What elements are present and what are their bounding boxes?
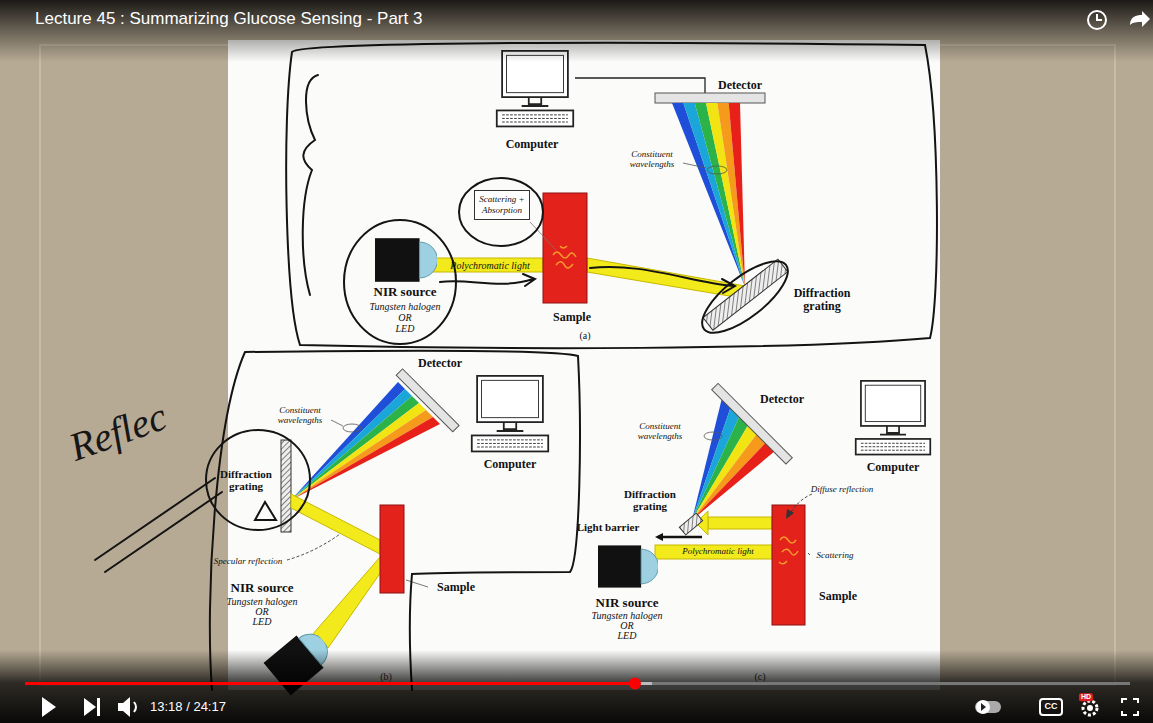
callout-label: Specular reflection: [214, 557, 282, 567]
quality-badge: HD: [1079, 693, 1093, 701]
part-note: Tungsten halogen: [227, 596, 298, 607]
spectrum-band: [692, 433, 766, 520]
part-note: OR: [398, 312, 411, 323]
part-note: Tungsten halogen: [370, 301, 441, 312]
spectrum-band: [717, 103, 745, 287]
part-note: OR: [255, 606, 268, 617]
spectrum-band: [729, 103, 745, 287]
part-label: NIR source: [374, 285, 437, 299]
beam-label: Polychromatic light: [450, 260, 529, 271]
part-label: Computer: [867, 461, 920, 474]
part-label: NIR source: [596, 596, 659, 610]
part-label: Computer: [484, 458, 537, 471]
part-label: Detector: [760, 393, 804, 406]
handwritten-note: Reflec: [64, 394, 173, 470]
callout-label: Scattering: [817, 551, 854, 561]
video-title: Lecture 45 : Summarizing Glucose Sensing…: [35, 9, 422, 29]
part-note: LED: [253, 616, 272, 627]
callout-box: Scattering + Absorption: [474, 190, 530, 220]
panel-label: (b): [380, 671, 392, 682]
callout-label: Constituent wavelengths: [630, 422, 690, 442]
panel-label: (a): [579, 330, 590, 341]
caption-button: CC: [1045, 702, 1058, 712]
part-label: Sample: [553, 311, 591, 324]
callout-label: Constituent wavelengths: [622, 150, 682, 170]
part-label: Computer: [506, 138, 559, 151]
part-label: Diffraction grating: [215, 468, 277, 492]
part-note: OR: [620, 620, 633, 631]
part-note: LED: [396, 323, 415, 334]
callout-text: Scattering + Absorption: [479, 194, 525, 216]
spectrum-band: [706, 103, 745, 287]
part-label: NIR source: [231, 581, 294, 595]
spectrum-band: [672, 103, 745, 287]
part-label: Detector: [418, 357, 462, 370]
part-label: Diffraction grating: [786, 287, 858, 313]
spectrum-band: [695, 103, 745, 287]
part-note: LED: [618, 630, 637, 641]
spectrum-band: [291, 417, 440, 500]
panel-label: (c): [754, 671, 765, 682]
part-label: Sample: [819, 590, 857, 603]
beam-label: Polychromatic light: [682, 547, 753, 557]
spectrum-band: [692, 442, 775, 520]
part-label: Sample: [437, 581, 475, 594]
time-display: 13:18 / 24:17: [150, 700, 226, 714]
part-label: Diffraction grating: [619, 488, 681, 512]
callout-label: Constituent wavelengths: [270, 406, 330, 426]
part-label: Detector: [718, 79, 762, 92]
part-note: Tungsten halogen: [592, 610, 663, 621]
part-label: Light barrier: [577, 521, 640, 533]
callout-label: Diffuse reflection: [811, 485, 873, 495]
spectrum-band: [683, 103, 745, 287]
